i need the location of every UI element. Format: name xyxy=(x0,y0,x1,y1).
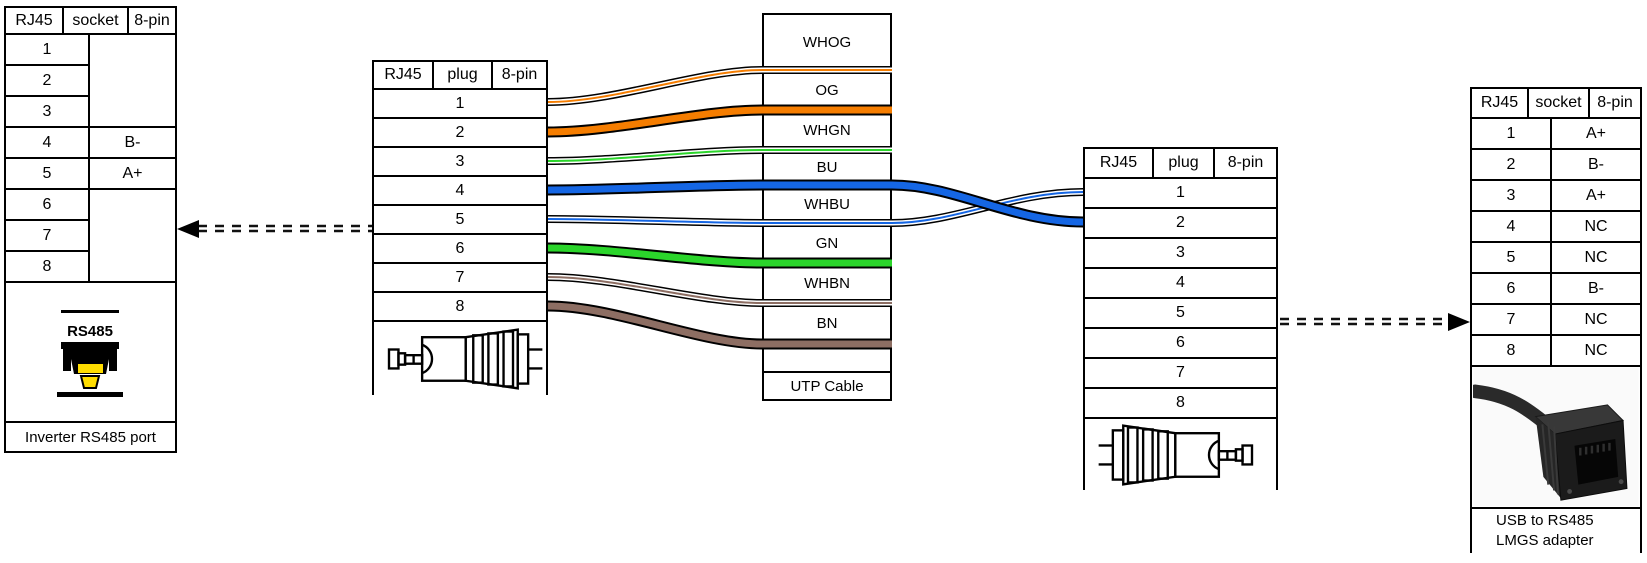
pin-cell: 7 xyxy=(1470,303,1550,334)
utp-cable-box: WHOG OG WHGN BU WHBU GN WHBN BN UTP Cabl… xyxy=(762,13,892,401)
rj45-plug-drawing-left xyxy=(372,320,546,395)
signal-cell: NC xyxy=(1550,303,1640,334)
pin-cell: 5 xyxy=(1083,297,1276,327)
header-socket: socket xyxy=(72,11,119,29)
pin-cell: 5 xyxy=(1470,241,1550,272)
left-plug-arrow xyxy=(177,220,372,238)
signal-cell: A+ xyxy=(88,157,175,188)
pin-cell: 3 xyxy=(372,146,546,175)
inverter-socket-table: RJ45 socket 8-pin 1 2 3 4 5 6 7 8 B- A+ … xyxy=(4,6,177,453)
pin-cell: 6 xyxy=(1083,327,1276,357)
wire-label: WHBU xyxy=(804,195,850,213)
pin-cell: 3 xyxy=(1470,179,1550,210)
pin-cell: 2 xyxy=(1083,207,1276,237)
pin-cell: 6 xyxy=(4,188,88,219)
pin-cell: 1 xyxy=(1470,117,1550,148)
pin-cell: 1 xyxy=(1083,177,1276,207)
pin-cell: 8 xyxy=(1470,334,1550,365)
right-arrowhead-icon xyxy=(1448,313,1470,331)
header-cell: plug xyxy=(432,60,491,88)
header-rj45: RJ45 xyxy=(15,11,53,29)
pin-cell: 8 xyxy=(4,250,88,281)
signal-cell: B- xyxy=(88,126,175,157)
pin-cell: 8 xyxy=(1083,387,1276,417)
header-cell: RJ45 xyxy=(1083,147,1152,177)
pin-cell: 7 xyxy=(4,219,88,250)
header-cell: RJ45 xyxy=(4,6,62,33)
adapter-caption-line1: USB to RS485 xyxy=(1496,511,1594,529)
header-cell: 8-pin xyxy=(1588,87,1640,117)
pin-cell: 4 xyxy=(1083,267,1276,297)
pin-cell: 2 xyxy=(372,117,546,146)
signal-cell-empty xyxy=(88,188,175,281)
pin-cell: 3 xyxy=(4,95,88,126)
rj45-plug-icon xyxy=(387,328,543,390)
wire-label: BU xyxy=(816,159,838,176)
pin-cell: 4 xyxy=(372,175,546,204)
utp-cable-caption: UTP Cable xyxy=(764,371,890,399)
wire-label: BN xyxy=(816,315,838,332)
right-plug-arrow xyxy=(1280,313,1470,331)
header-cell: 8-pin xyxy=(491,60,546,88)
header-cell: socket xyxy=(1527,87,1588,117)
signal-cell: NC xyxy=(1550,241,1640,272)
wire-label: WHGN xyxy=(803,121,851,139)
pin-cell: 4 xyxy=(4,126,88,157)
header-cell: 8-pin xyxy=(127,6,175,33)
adapter-socket-table: RJ45 socket 8-pin 1 2 3 4 5 6 7 8 A+ B- … xyxy=(1470,87,1642,553)
left-arrowhead-icon xyxy=(177,220,199,238)
rj45-plug-drawing-right xyxy=(1083,417,1276,490)
inverter-caption: Inverter RS485 port xyxy=(4,421,175,451)
signal-cell: NC xyxy=(1550,334,1640,365)
pin-cell: 1 xyxy=(4,33,88,64)
adapter-caption-line2: LMGS adapter xyxy=(1496,532,1594,549)
pin-cell: 6 xyxy=(372,233,546,262)
rs485-label: RS485 xyxy=(67,323,113,340)
wire-label: OG xyxy=(815,81,839,99)
wire-label: WHBN xyxy=(804,274,850,292)
signal-cell: A+ xyxy=(1550,117,1640,148)
signal-cell-empty xyxy=(88,33,175,126)
signal-cell: B- xyxy=(1550,272,1640,303)
pin-cell: 6 xyxy=(1470,272,1550,303)
pin-cell: 5 xyxy=(4,157,88,188)
rs485-port-icon: RS485 xyxy=(4,281,175,421)
wire-label: WHOG xyxy=(802,34,852,51)
pin-cell: 4 xyxy=(1470,210,1550,241)
pin-cell: 3 xyxy=(1083,237,1276,267)
header-cell: RJ45 xyxy=(372,60,432,88)
header-cell: plug xyxy=(1152,147,1213,177)
pin-cell: 7 xyxy=(1083,357,1276,387)
left-plug-table: RJ45 plug 8-pin 1 2 3 4 5 6 7 8 xyxy=(372,60,548,395)
pin-cell: 2 xyxy=(1470,148,1550,179)
signal-cell: B- xyxy=(1550,148,1640,179)
rj45-plug-icon-mirrored xyxy=(1098,424,1253,486)
pin-cell: 2 xyxy=(4,64,88,95)
right-plug-table: RJ45 plug 8-pin 1 2 3 4 5 6 7 8 xyxy=(1083,147,1278,490)
rs485-jack-icon: RS485 xyxy=(57,310,123,397)
usb-rs485-adapter-image xyxy=(1473,368,1639,506)
wire-label: GN xyxy=(815,234,839,252)
header-cell: RJ45 xyxy=(1470,87,1527,117)
header-cell: 8-pin xyxy=(1213,147,1276,177)
pin-cell: 5 xyxy=(372,204,546,233)
pin-cell: 8 xyxy=(372,291,546,320)
header-8pin: 8-pin xyxy=(134,11,170,29)
pin-cell: 1 xyxy=(372,88,546,117)
header-cell: socket xyxy=(62,6,127,33)
pin-cell: 7 xyxy=(372,262,546,291)
signal-cell: NC xyxy=(1550,210,1640,241)
adapter-caption: USB to RS485 LMGS adapter xyxy=(1470,507,1640,553)
signal-cell: A+ xyxy=(1550,179,1640,210)
adapter-photo xyxy=(1470,365,1640,507)
